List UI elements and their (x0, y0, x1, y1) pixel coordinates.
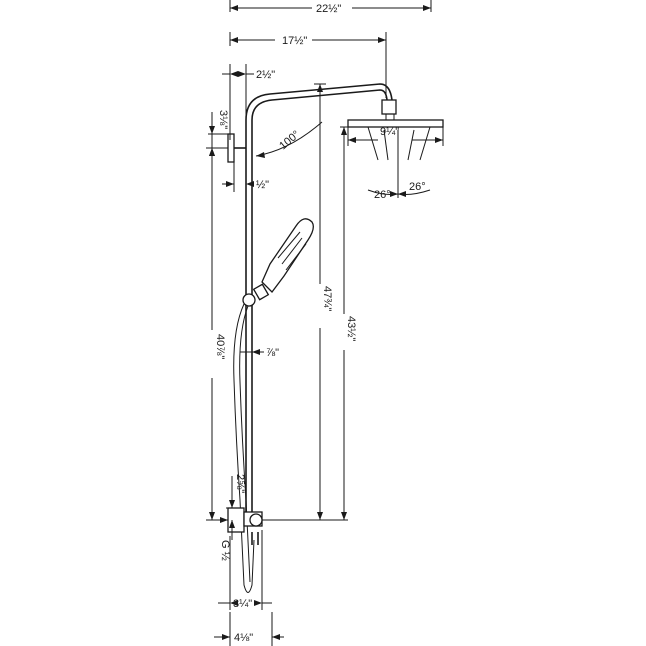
label-spray-angle-right: 26° (409, 181, 426, 193)
wall-bracket-top (227, 133, 246, 163)
label-head-height-total: 47¾" (321, 286, 333, 311)
label-inlet-thread: G ½ (219, 540, 231, 561)
label-head-height-from-valve: 43½" (345, 316, 357, 341)
dimension-head-height-from-valve: 43½" (262, 126, 357, 521)
shower-hose (233, 303, 255, 593)
label-pipe-offset: ½" (256, 179, 269, 191)
dimension-inlet-thread: G ½ (212, 517, 231, 561)
dimension-arm-offset: 2½" (222, 64, 275, 140)
dimension-wall-mount-height: 3⅛" (208, 110, 229, 156)
dimension-spray-angles: 26° 26° (367, 181, 431, 201)
dimension-pipe-offset: ½" (222, 162, 269, 192)
dimension-bracket-span: 40⅞" (206, 147, 228, 521)
label-head-diameter: 9¼" (380, 126, 399, 138)
dimension-overall-width: 22½" (229, 0, 432, 15)
shower-column (245, 83, 397, 512)
label-wall-mount-height: 3⅛" (217, 110, 229, 129)
label-arm-length: 17½" (282, 35, 307, 47)
label-spray-angle-left: 26° (374, 189, 391, 201)
label-valve-depth: 3¼" (233, 598, 252, 610)
spray-cone (367, 126, 431, 198)
dimension-arm-angle: 100° (255, 121, 323, 158)
dimension-head-height-total: 47¾" (314, 83, 333, 521)
dimension-valve-height: 2⅝" (226, 474, 246, 540)
label-arm-offset: 2½" (256, 69, 275, 81)
dimension-hand-shower-offset: ⅞" (240, 347, 279, 359)
hand-shower-holder (242, 293, 256, 307)
hand-shower (252, 218, 314, 301)
label-valve-height: 2⅝" (234, 474, 246, 493)
dimension-arm-length: 17½" (229, 32, 387, 98)
dimension-overall-depth: 4⅛" (214, 612, 284, 646)
label-arm-angle: 100° (277, 128, 302, 152)
rain-showerhead (347, 119, 444, 128)
dimension-valve-depth: 3¼" (218, 530, 272, 610)
label-bracket-span: 40⅞" (214, 334, 226, 359)
dimension-head-diameter: 9¼" (347, 126, 444, 146)
label-hand-shower-offset: ⅞" (266, 347, 279, 359)
label-overall-depth: 4⅛" (234, 632, 253, 644)
label-overall-width: 22½" (316, 3, 341, 15)
